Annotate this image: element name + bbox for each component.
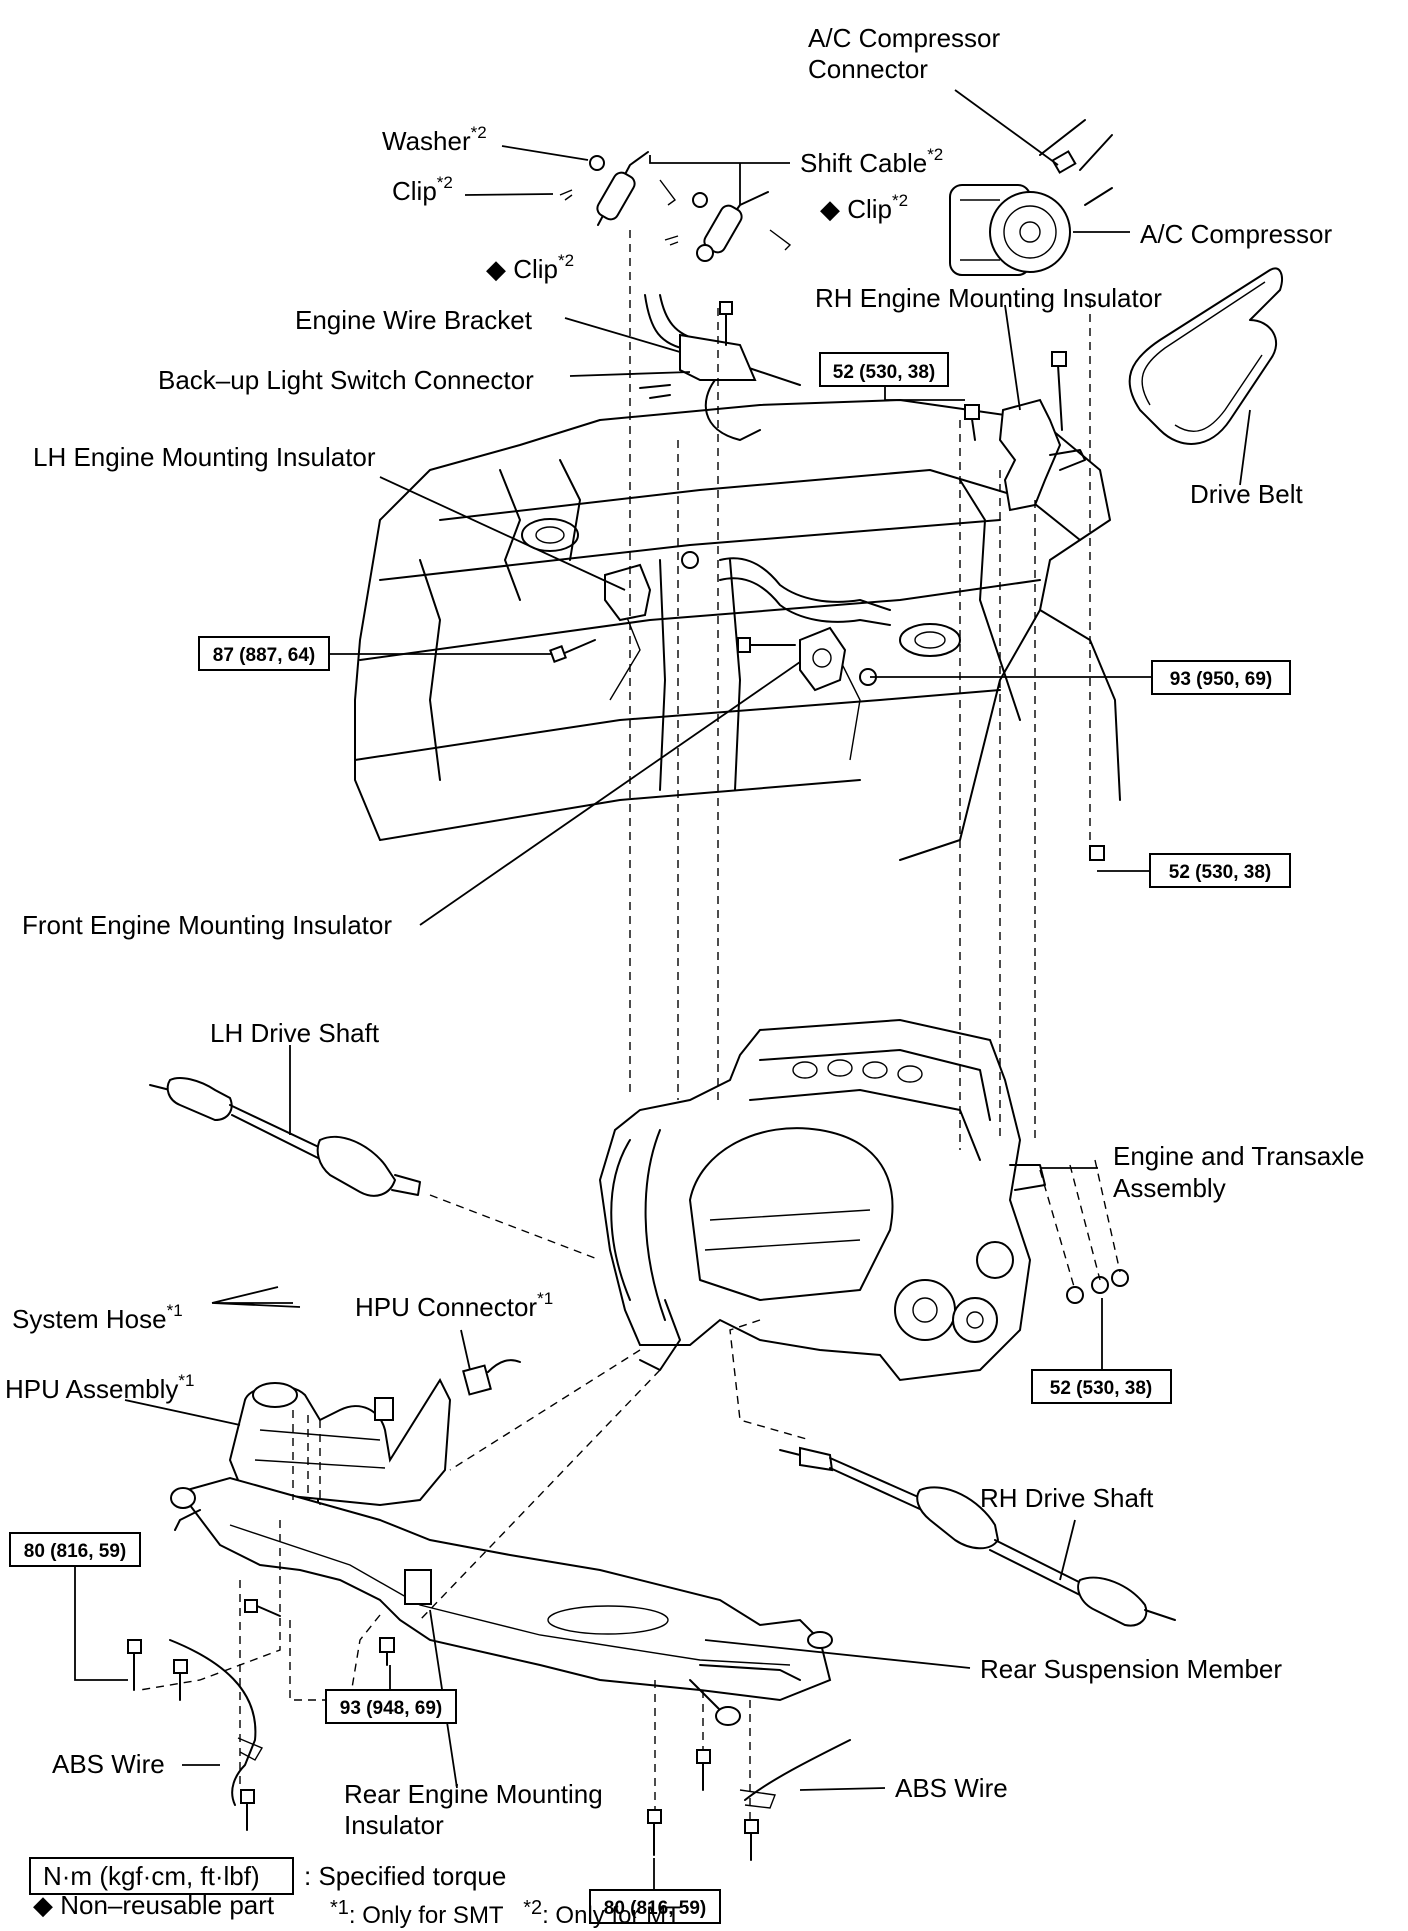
label-lh-drive-shaft: LH Drive Shaft xyxy=(210,1018,380,1048)
label-ac-compressor-connector-2: Connector xyxy=(808,54,928,84)
torque-rear-mount: 93 (948, 69) xyxy=(340,1698,442,1719)
label-rear-suspension-member: Rear Suspension Member xyxy=(980,1654,1282,1684)
lh-front-mount-drawing xyxy=(549,551,1105,861)
legend-torque-desc: : Specified torque xyxy=(304,1861,506,1891)
label-engine-transaxle-1: Engine and Transaxle xyxy=(1113,1141,1365,1171)
label-rh-drive-shaft: RH Drive Shaft xyxy=(980,1483,1154,1513)
legend-note2-text: : Only for MT xyxy=(542,1902,681,1929)
label-rear-engine-mounting-2: Insulator xyxy=(344,1810,444,1840)
torque-box-member-left xyxy=(9,1532,141,1567)
label-engine-transaxle-2: Assembly xyxy=(1113,1173,1226,1203)
label-abs-wire-left: ABS Wire xyxy=(52,1749,165,1779)
torque-lh-mount: 87 (887, 64) xyxy=(213,645,315,666)
label-ac-compressor: A/C Compressor xyxy=(1140,219,1332,249)
torque-body-side: 52 (530, 38) xyxy=(1169,862,1271,883)
bolts xyxy=(127,1269,1129,1861)
torque-member-left: 80 (816, 59) xyxy=(24,1541,126,1562)
torque-transaxle: 52 (530, 38) xyxy=(1050,1378,1152,1399)
torque-box-front-mount xyxy=(1151,660,1291,695)
rh-drive-shaft-drawing xyxy=(779,1446,1176,1627)
torque-callouts: 52 (530, 38) 87 (887, 64) 93 (950, 69) 5… xyxy=(9,352,1291,1924)
legend-torque-unit: N·m (kgf·cm, ft·lbf) xyxy=(43,1861,260,1891)
label-hpu-assembly: HPU Assembly*1 xyxy=(5,1371,194,1404)
label-abs-wire-right: ABS Wire xyxy=(895,1773,1008,1803)
label-engine-wire-bracket: Engine Wire Bracket xyxy=(295,305,533,335)
label-front-engine-mounting-insulator: Front Engine Mounting Insulator xyxy=(22,910,392,940)
torque-box-member-bottom xyxy=(589,1889,721,1924)
label-lh-engine-mounting-insulator: LH Engine Mounting Insulator xyxy=(33,442,376,472)
leader-lines xyxy=(124,89,1251,1791)
label-shift-cable: Shift Cable*2 xyxy=(800,145,943,178)
legend-nonreusable: ◆ Non–reusable part xyxy=(33,1890,275,1920)
torque-box-transaxle xyxy=(1031,1369,1172,1404)
label-rear-engine-mounting-1: Rear Engine Mounting xyxy=(344,1779,603,1809)
label-system-hose: System Hose*1 xyxy=(12,1301,183,1334)
legend-note1-text: : Only for SMT xyxy=(348,1902,504,1929)
vehicle-body-drawing xyxy=(354,399,1121,861)
legend-note2-mark: *2 xyxy=(523,1897,543,1919)
label-backup-light-switch-connector: Back–up Light Switch Connector xyxy=(158,365,534,395)
label-washer: Washer*2 xyxy=(382,123,487,156)
torque-member-bottom: 80 (816, 59) xyxy=(604,1898,706,1919)
engine-transaxle-drawing xyxy=(598,1018,1046,1382)
torque-box-body-side xyxy=(1149,853,1291,888)
rh-mount-drawing xyxy=(964,351,1086,512)
torque-box-rear-mount xyxy=(325,1689,457,1724)
label-hpu-connector: HPU Connector*1 xyxy=(355,1289,553,1322)
label-rh-engine-mounting-insulator: RH Engine Mounting Insulator xyxy=(815,283,1162,313)
legend-torque-box xyxy=(29,1857,294,1895)
lh-drive-shaft-drawing xyxy=(149,1077,421,1197)
ac-compressor-drawing xyxy=(949,119,1113,276)
label-ac-compressor-connector-1: A/C Compressor xyxy=(808,23,1000,53)
engine-wire-bracket-drawing xyxy=(639,294,801,441)
drive-belt-drawing xyxy=(1128,267,1283,445)
shift-cable-parts xyxy=(559,151,792,262)
torque-box-rh-mount xyxy=(819,352,949,387)
rear-suspension-member-drawing xyxy=(170,1476,833,1726)
part-labels: A/C Compressor Connector Washer*2 Clip*2… xyxy=(5,23,1365,1840)
torque-box-lh-mount xyxy=(198,636,330,671)
label-clip-lower: ◆ Clip*2 xyxy=(486,251,574,284)
torque-front-mount: 93 (950, 69) xyxy=(1170,669,1272,690)
abs-wires xyxy=(169,1639,851,1809)
legend: N·m (kgf·cm, ft·lbf) : Specified torque … xyxy=(29,1857,506,1920)
legend-note1-mark: *1 xyxy=(330,1897,349,1919)
label-clip-right: ◆ Clip*2 xyxy=(820,191,908,224)
legend-footnotes: *1: Only for SMT *2: Only for MT xyxy=(330,1893,681,1931)
label-clip-left: Clip*2 xyxy=(392,173,453,206)
torque-rh-mount: 52 (530, 38) xyxy=(833,362,935,383)
label-drive-belt: Drive Belt xyxy=(1190,479,1303,509)
